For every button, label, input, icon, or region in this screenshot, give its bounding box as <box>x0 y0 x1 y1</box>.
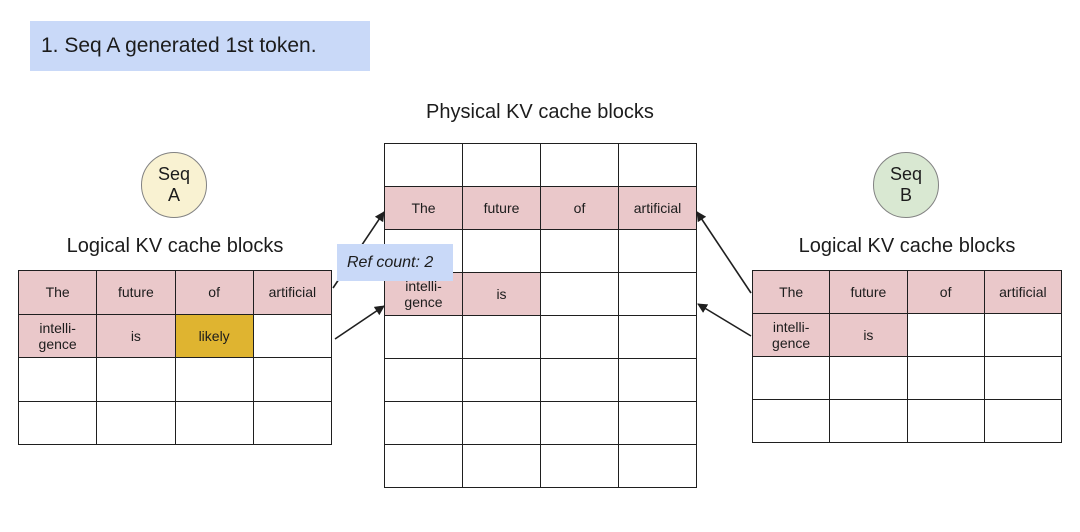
seq-b-badge: Seq B <box>873 152 939 218</box>
table-row: The future of artificial <box>17 270 333 315</box>
table-cell <box>618 358 697 402</box>
table-cell: is <box>829 313 908 357</box>
table-cell: is <box>462 272 541 316</box>
physical-table-title: Physical KV cache blocks <box>426 101 654 123</box>
table-cell <box>983 313 1063 357</box>
arrow-seqB-block0 <box>696 211 752 294</box>
table-cell <box>906 313 985 357</box>
table-row <box>17 400 333 445</box>
table-cell: artificial <box>618 186 697 230</box>
table-cell: of <box>540 186 619 230</box>
table-cell: of <box>906 270 985 314</box>
table-cell <box>17 357 98 402</box>
table-cell <box>618 272 697 316</box>
table-cell: The <box>751 270 831 314</box>
table-cell <box>17 400 98 445</box>
table-cell <box>540 401 619 445</box>
table-cell <box>462 229 541 273</box>
seq-a-badge: Seq A <box>141 152 207 218</box>
table-cell <box>751 356 831 400</box>
table-cell <box>462 401 541 445</box>
table-cell <box>462 315 541 359</box>
table-row <box>17 357 333 402</box>
table-row <box>384 444 697 488</box>
table-cell <box>384 143 463 187</box>
table-cell: intelli- gence <box>751 313 831 357</box>
table-cell <box>384 358 463 402</box>
table-cell <box>829 399 908 443</box>
table-cell <box>252 400 333 445</box>
table-cell <box>540 444 619 488</box>
table-cell <box>618 143 697 187</box>
table-cell: artificial <box>252 270 333 315</box>
table-row <box>384 358 697 402</box>
table-cell: artificial <box>983 270 1063 314</box>
table-cell <box>906 399 985 443</box>
table-cell <box>618 229 697 273</box>
table-cell <box>540 272 619 316</box>
table-row <box>751 356 1063 400</box>
table-cell <box>96 357 176 402</box>
table-cell <box>174 400 254 445</box>
table-cell: The <box>17 270 98 315</box>
table-cell: intelli- gence <box>17 313 98 358</box>
seq-a-table-title: Logical KV cache blocks <box>66 235 284 257</box>
table-row: The future of artificial <box>751 270 1063 314</box>
table-cell <box>618 315 697 359</box>
table-cell <box>540 315 619 359</box>
table-cell <box>983 356 1063 400</box>
table-cell: The <box>384 186 463 230</box>
table-cell <box>906 356 985 400</box>
table-cell <box>462 444 541 488</box>
ref-count-label: Ref count: 2 <box>337 244 453 281</box>
physical-kv-table: The future of artificial intelli- gence … <box>384 143 697 488</box>
table-cell <box>540 229 619 273</box>
table-row <box>384 315 697 359</box>
table-cell: future <box>96 270 176 315</box>
table-row <box>384 143 697 187</box>
table-cell: likely <box>174 313 254 358</box>
table-cell <box>540 358 619 402</box>
table-cell <box>384 401 463 445</box>
table-cell <box>983 399 1063 443</box>
table-cell <box>384 444 463 488</box>
table-row: intelli- gence is <box>751 313 1063 357</box>
table-cell <box>618 444 697 488</box>
table-cell <box>751 399 831 443</box>
table-cell <box>540 143 619 187</box>
seq-b-table-title: Logical KV cache blocks <box>798 235 1016 257</box>
step-caption: 1. Seq A generated 1st token. <box>30 21 370 71</box>
table-cell <box>252 357 333 402</box>
table-cell <box>829 356 908 400</box>
table-row <box>384 401 697 445</box>
table-cell <box>384 315 463 359</box>
table-row: The future of artificial <box>384 186 697 230</box>
table-cell: future <box>462 186 541 230</box>
seq-b-logical-table: The future of artificial intelli- gence … <box>751 270 1063 443</box>
table-cell: future <box>829 270 908 314</box>
arrow-seqB-block1 <box>697 303 752 337</box>
table-cell <box>174 357 254 402</box>
arrow-seqA-block1 <box>334 305 385 340</box>
table-cell <box>96 400 176 445</box>
table-cell <box>252 313 333 358</box>
seq-a-logical-table: The future of artificial intelli- gence … <box>17 270 333 445</box>
table-cell <box>618 401 697 445</box>
table-cell: is <box>96 313 176 358</box>
table-row: intelli- gence is likely <box>17 313 333 358</box>
table-cell: of <box>174 270 254 315</box>
table-cell <box>462 143 541 187</box>
table-cell <box>462 358 541 402</box>
table-row <box>751 399 1063 443</box>
